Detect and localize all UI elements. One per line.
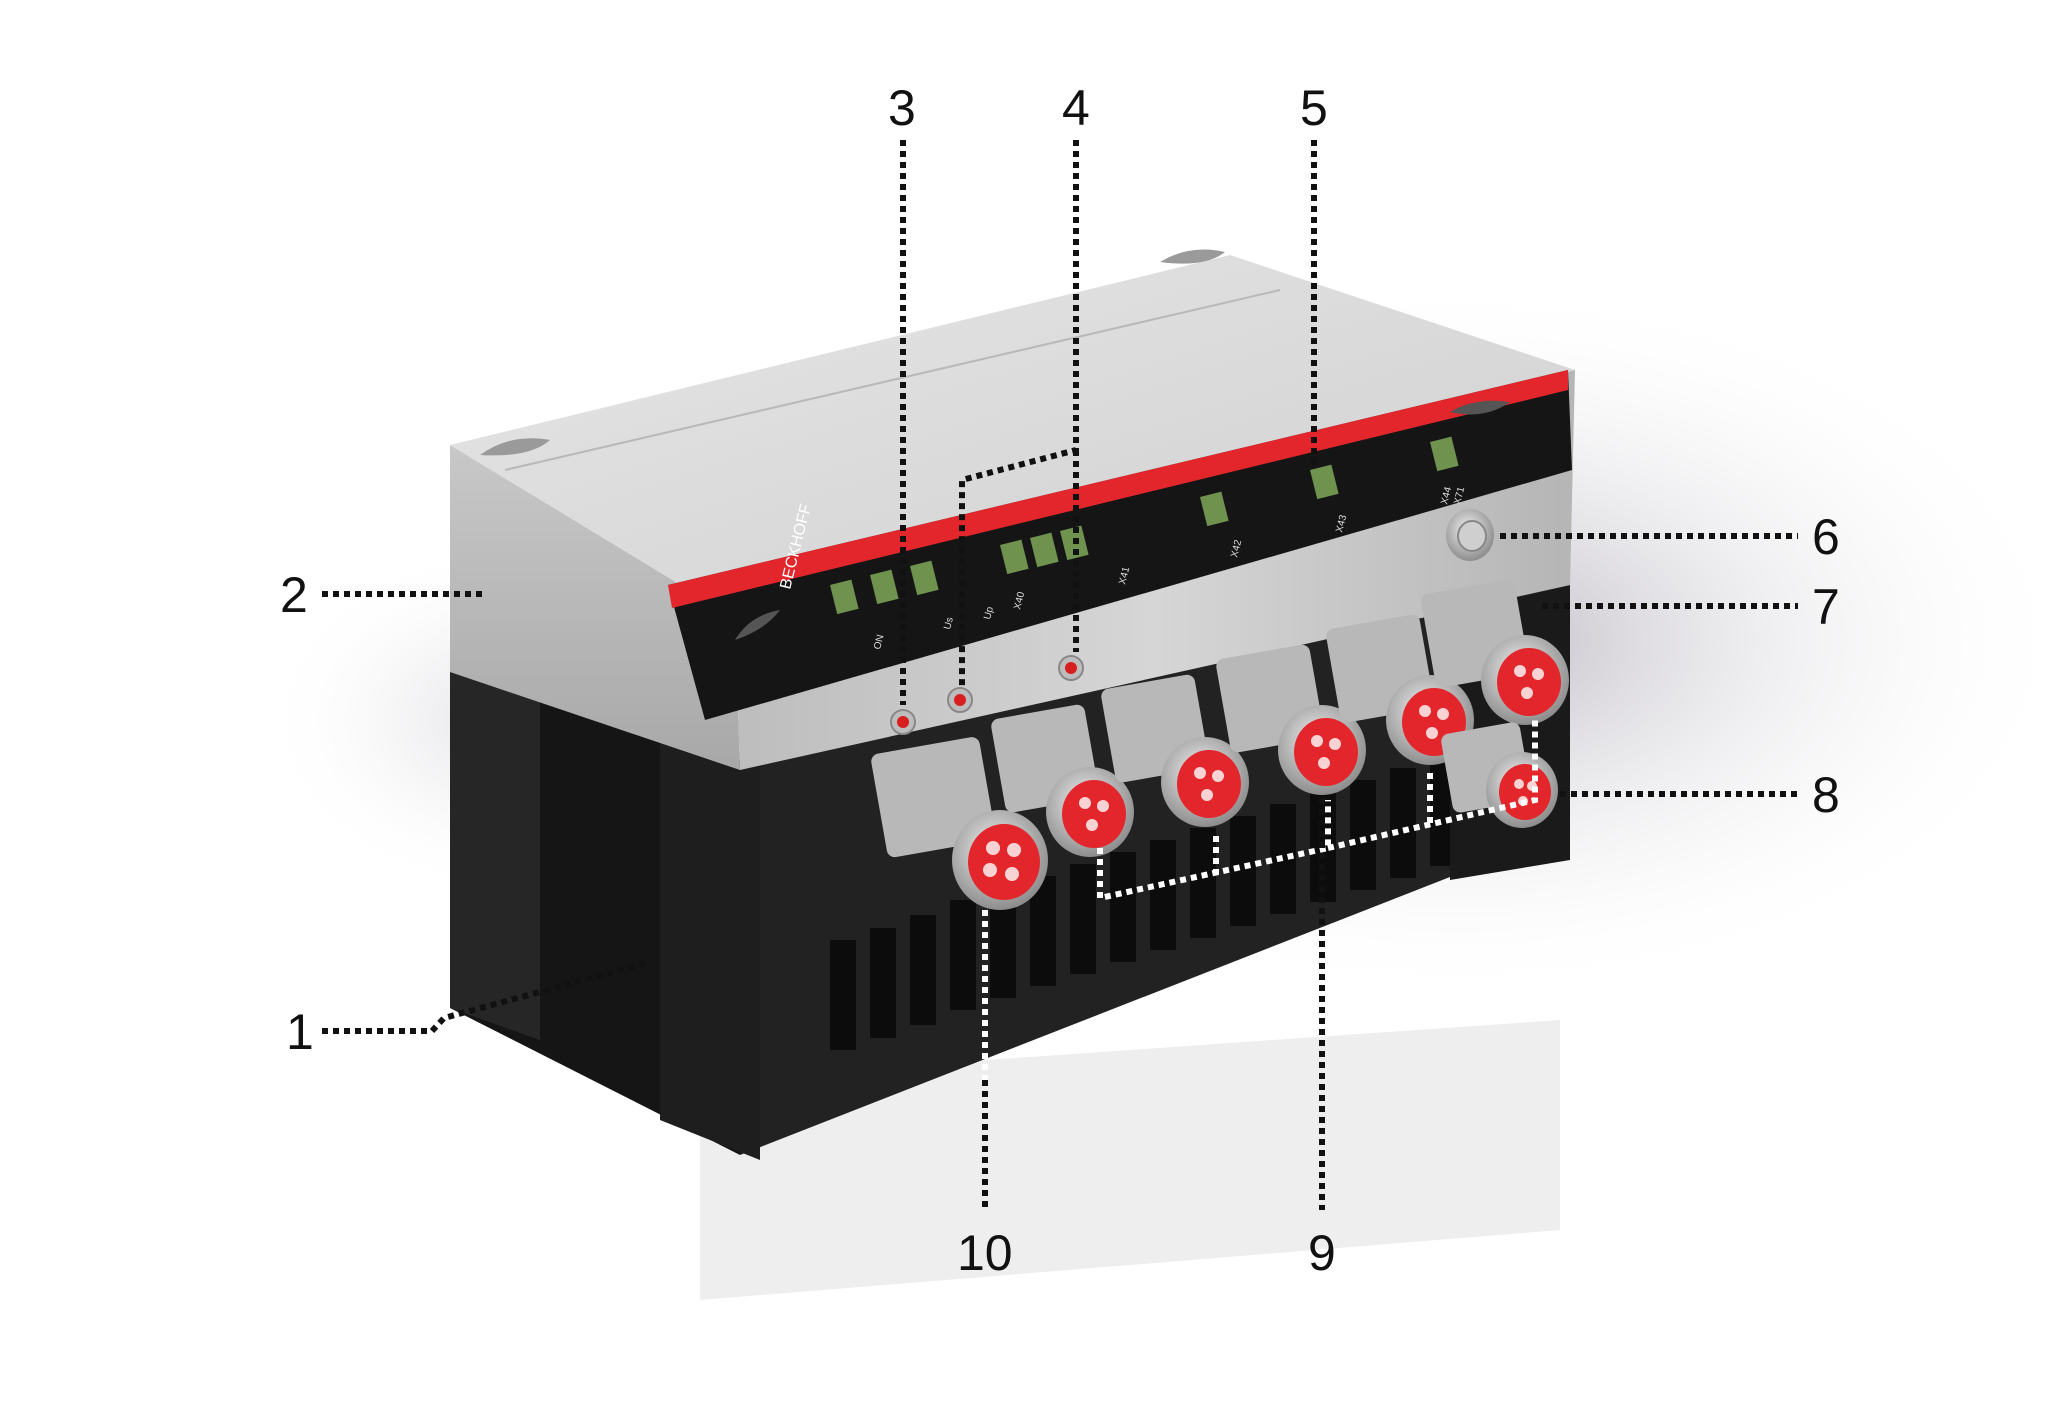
connectors [871,509,1569,910]
lid-seam [504,289,1281,471]
callout-5: 5 [1300,80,1328,136]
connector-6 [1446,509,1494,561]
status-panel: BECKHOFF ON Us Up X40 X41 X42 X43 X44 X7… [668,370,1572,720]
callout-numbers: 1 2 3 4 5 6 7 8 9 10 [280,80,1840,1281]
panel-label-x40: X40 [1012,590,1027,610]
led-4b-light [1065,662,1077,674]
housing-top [450,255,1575,618]
panel-label-us: Us [942,616,956,631]
panel-grip-right [1450,400,1510,415]
panel-label-x71: X71 [1452,485,1467,505]
led-4a-light [954,694,966,706]
led-3-light [897,716,909,728]
housing-left-side [450,445,740,770]
callout-10: 10 [957,1225,1013,1281]
floor-reflection [700,1020,1560,1300]
lid-grip-right [1160,249,1225,264]
panel-label-x43: X43 [1334,513,1349,533]
leader-9c [1327,718,1538,851]
panel-grip-left [735,610,780,640]
connector-9b [1101,674,1249,827]
connector-10 [871,737,1048,910]
callout-9: 9 [1308,1225,1336,1281]
panel-label-x41: X41 [1117,565,1132,585]
callout-1: 1 [286,1004,314,1060]
led-group [890,655,1084,735]
connector-9c [1216,644,1366,795]
callout-4: 4 [1062,80,1090,136]
callout-3: 3 [888,80,916,136]
connector-7 [1421,579,1569,725]
callout-7: 7 [1812,579,1840,635]
panel-label-x42: X42 [1229,538,1244,558]
callout-6: 6 [1812,509,1840,565]
leader-1 [322,959,651,1034]
panel-label-up: Up [982,605,996,620]
panel-label-on: ON [872,634,886,651]
leader-4 [959,140,1079,688]
panel-label-x44: X44 [1439,485,1454,505]
callout-2: 2 [280,567,308,623]
lid-grip-left [480,438,550,456]
connector-9a [991,704,1134,857]
callout-8: 8 [1812,767,1840,823]
callout-leaders [322,140,1798,1210]
